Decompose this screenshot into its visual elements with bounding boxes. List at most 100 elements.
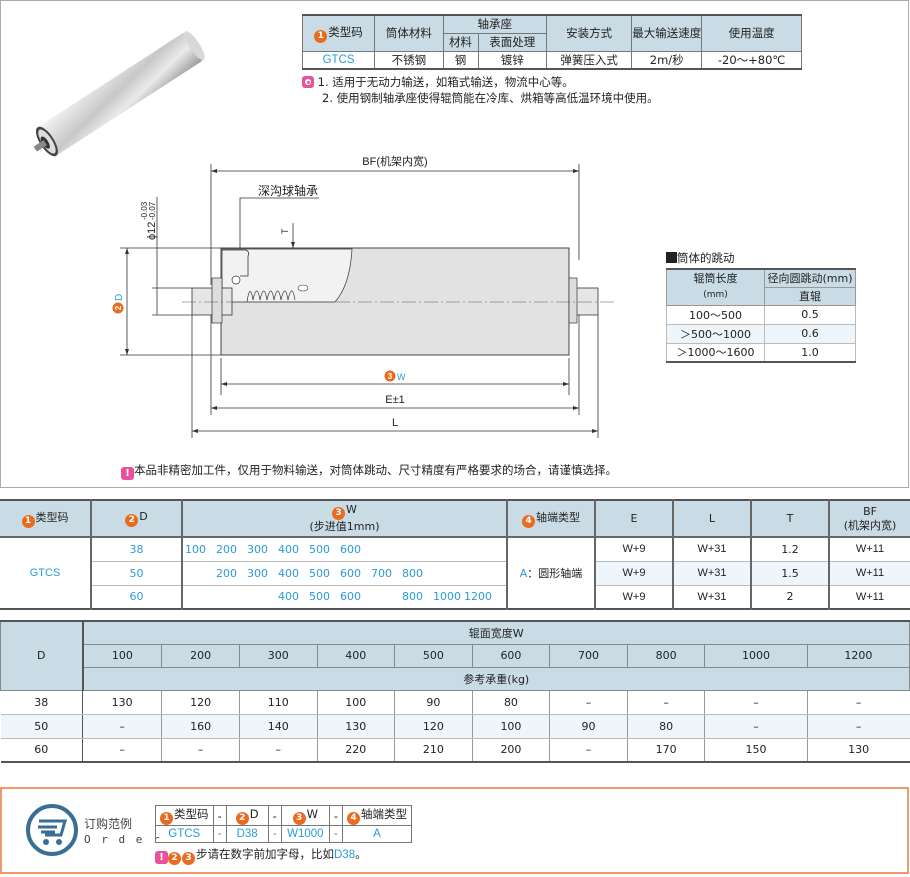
load-cell: 110 bbox=[238, 690, 317, 715]
runout-value: 0.5 bbox=[764, 304, 856, 325]
runout-title: 筒体的跳动 bbox=[666, 250, 856, 266]
e-label: E±1 bbox=[385, 394, 405, 406]
svg-text:2: 2 bbox=[114, 305, 123, 310]
cell-t: 1.5 bbox=[750, 561, 829, 586]
runout-length: ＞500～1000 bbox=[666, 323, 765, 344]
order-title-en: O r d e r bbox=[84, 833, 162, 846]
t-label: T bbox=[280, 228, 290, 234]
warning-note: !本品非精密加工件，仅用于物料输送，对筒体跳动、尺寸精度有严格要求的场合，请谨慎… bbox=[121, 462, 617, 480]
load-cell: 160 bbox=[161, 714, 240, 739]
header-width: 300 bbox=[238, 643, 318, 668]
header-width: 200 bbox=[161, 643, 240, 668]
cell-l: W+31 bbox=[672, 561, 751, 586]
cell-l: W+31 bbox=[672, 585, 751, 610]
cell-type-code: GTCS bbox=[301, 50, 376, 70]
order-value-type: GTCS bbox=[155, 825, 214, 843]
load-cell: 130 bbox=[81, 690, 162, 715]
load-cell: 200 bbox=[471, 738, 550, 763]
cell-e: W+9 bbox=[594, 585, 673, 610]
load-table: D 辊面宽度W 100 200 300 400 500 600 700 800 … bbox=[0, 620, 910, 763]
load-cell: – bbox=[626, 690, 705, 715]
load-cell: – bbox=[704, 690, 808, 715]
order-value-d: D38 bbox=[225, 825, 269, 843]
bearing-label: 深沟球轴承 bbox=[258, 183, 318, 198]
shaft-tolerance-upper: -0.03 bbox=[140, 201, 149, 220]
separator: - bbox=[212, 805, 227, 826]
shaft-diameter-label: ϕ12 bbox=[146, 222, 158, 240]
cell-t: 1.2 bbox=[750, 537, 829, 562]
header-e: E bbox=[594, 500, 673, 538]
load-cell: – bbox=[81, 714, 162, 739]
header-width: 100 bbox=[81, 643, 163, 668]
cell-surface-treatment: 镀锌 bbox=[477, 50, 548, 70]
note-1: 1. 适用于无动力输送，如箱式输送，物流中心等。 bbox=[317, 75, 574, 89]
header-temperature: 使用温度 bbox=[701, 14, 802, 52]
order-value-w: W1000 bbox=[280, 825, 330, 843]
cell-l: W+31 bbox=[672, 537, 751, 562]
load-cell: 100 bbox=[471, 714, 550, 739]
cell-d: 50 bbox=[0, 714, 83, 739]
load-cell: 90 bbox=[394, 690, 473, 715]
order-title-cn: 订购范例 bbox=[84, 817, 133, 831]
shopping-cart-icon bbox=[26, 804, 78, 856]
header-max-speed: 最大输送速度 bbox=[631, 14, 703, 52]
load-cell: 120 bbox=[394, 714, 473, 739]
w-label: W bbox=[397, 372, 406, 382]
header-surface-treatment: 表面处理 bbox=[477, 32, 548, 52]
cell-bearing-material: 钢 bbox=[442, 50, 479, 70]
l-label: L bbox=[392, 417, 398, 429]
load-cell: 130 bbox=[806, 738, 910, 763]
cell-e: W+9 bbox=[594, 561, 673, 586]
cell-d: 60 bbox=[90, 585, 182, 610]
cell-d: 38 bbox=[0, 690, 83, 715]
note-icon bbox=[302, 76, 314, 88]
cell-bf: W+11 bbox=[828, 561, 910, 586]
load-cell: 80 bbox=[471, 690, 550, 715]
load-cell: 170 bbox=[626, 738, 705, 763]
cell-tube-material: 不锈钢 bbox=[374, 50, 444, 70]
load-cell: – bbox=[806, 714, 910, 739]
note-2: 2. 使用钢制轴承座使得辊筒能在冷库、烘箱等高低温环境中使用。 bbox=[322, 91, 659, 105]
load-cell: – bbox=[161, 738, 240, 763]
cell-mounting: 弹簧压入式 bbox=[545, 50, 633, 70]
product-overview-frame bbox=[0, 0, 909, 488]
header-width: 1000 bbox=[704, 643, 808, 668]
load-cell: – bbox=[238, 738, 317, 763]
header-width: 400 bbox=[316, 643, 396, 668]
load-cell: 100 bbox=[316, 690, 395, 715]
header-width: 800 bbox=[626, 643, 706, 668]
bf-label: BF(机架内宽) bbox=[362, 154, 427, 168]
cell-shaft-end: A：圆形轴端 bbox=[506, 537, 595, 610]
cell-e: W+9 bbox=[594, 537, 673, 562]
roller-dimension-drawing: BF(机架内宽) 深沟球轴承 T ϕ12 -0.03 -0.07 2 D 3 W… bbox=[112, 154, 615, 438]
d-label: D bbox=[114, 294, 125, 301]
cell-d: 60 bbox=[0, 738, 83, 763]
header-width: 600 bbox=[471, 643, 551, 668]
cell-d: 50 bbox=[90, 561, 182, 586]
load-cell: – bbox=[704, 714, 808, 739]
separator: - bbox=[328, 825, 343, 843]
header-straight-roller: 直辊 bbox=[764, 286, 856, 306]
header-roller-length: 辊筒长度(mm) bbox=[666, 268, 765, 306]
runout-length: ＞1000～1600 bbox=[666, 342, 765, 363]
cell-t: 2 bbox=[750, 585, 829, 610]
square-bullet-icon bbox=[666, 252, 677, 263]
load-cell: – bbox=[549, 738, 628, 763]
header-l: L bbox=[672, 500, 751, 538]
header-bearing-material: 材料 bbox=[442, 32, 479, 52]
load-cell: 150 bbox=[704, 738, 808, 763]
load-cell: 130 bbox=[316, 714, 395, 739]
